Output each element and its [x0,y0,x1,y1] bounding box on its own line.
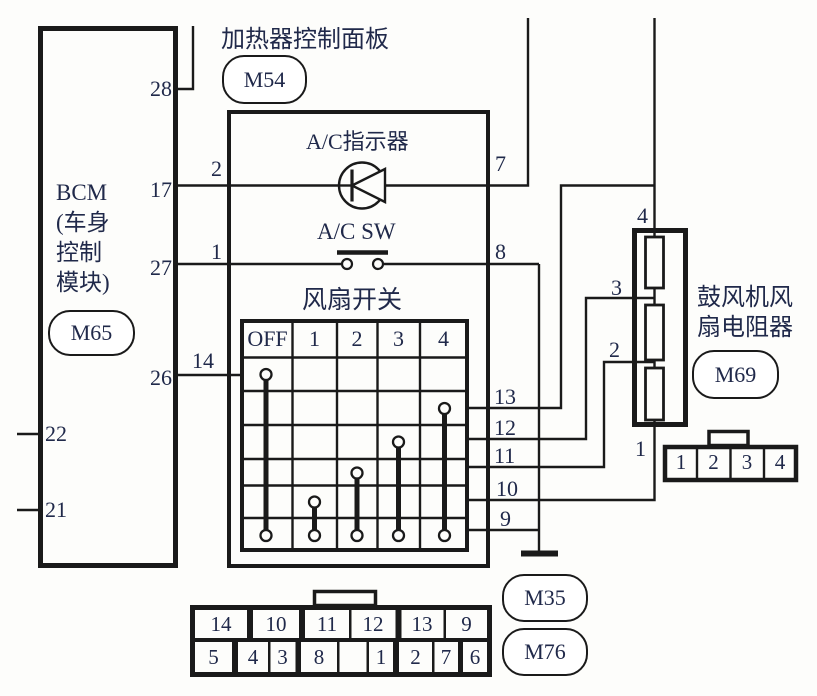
wire-pin11 [467,360,655,469]
contact-bottom-3 [391,528,406,543]
connector-id-m35: M35 [502,574,588,622]
bcm-title-line-1: BCM [56,180,108,205]
contact-top-2 [350,466,364,480]
wire-pin10 [467,425,656,502]
contact-bottom-2 [350,528,364,543]
bottom-connector-drawing [190,589,492,677]
panel-pin-1: 1 [211,239,222,264]
fan-table-rows [242,356,467,520]
resistor-pin-1: 1 [635,436,646,461]
m69-connector-drawing [662,429,799,483]
bottom-top-cell-13: 13 [411,612,433,636]
m69-cell-1: 1 [675,450,687,474]
fan-position-3: 3 [393,326,404,351]
connector-id-m76: M76 [502,628,588,676]
panel-pin-13: 13 [494,384,516,409]
contact-bottom-off [259,528,273,543]
bottom-bot-cell-7: 7 [440,645,452,669]
connector-id-m65: M65 [48,310,135,356]
contact-bottom-4 [437,528,452,543]
bcm-pin-17: 17 [150,177,172,202]
panel-pin-12: 12 [494,415,516,440]
bottom-bot-cell-8: 8 [313,645,325,669]
contact-circles [259,367,452,543]
bottom-top-cell-9: 9 [461,612,472,636]
ac-indicator-label: A/C指示器 [306,129,409,154]
ac-switch-label: A/C SW [317,219,396,244]
m69-cell-2: 2 [708,450,719,474]
bcm-title-line-2: (车身 [56,210,110,235]
wire-pin12 [467,296,655,441]
fan-switch-table [240,319,469,552]
contact-top-1 [307,495,322,509]
wire-pin28 [178,26,195,91]
bottom-bot-cell-3: 3 [277,645,288,669]
m69-cell-3: 3 [741,450,753,474]
contact-bottom-1 [307,528,322,543]
panel-pin-14: 14 [192,348,214,373]
resistor-element-1 [644,235,665,290]
fan-table-frame [240,319,469,552]
bcm-title-line-4: 模块) [56,270,110,295]
resistor-box [632,228,688,427]
bottom-top-cell-11: 11 [316,612,338,636]
switch-contact-right [371,257,385,271]
connector-id-m69: M69 [692,350,779,399]
ac-switch-symbol [178,250,539,271]
fan-position-off: OFF [247,326,288,351]
m69-cell-4: 4 [774,450,786,474]
bcm-box [38,26,178,568]
fan-table-columns [291,321,422,550]
panel-pin-8: 8 [495,239,506,264]
wire-pin13 [467,184,655,410]
bottom-top-cell-12: 12 [362,612,384,636]
m69-connector-tab [707,429,750,448]
fan-position-1: 1 [309,326,320,351]
panel-pin-7: 7 [495,151,506,176]
contact-top-3 [391,435,406,449]
fan-switch-output-wires [467,18,656,502]
resistor-element-3 [644,366,665,422]
bottom-bot-cell-4: 4 [247,645,259,669]
wire-pin7 [385,18,530,187]
bottom-bot-cell-2: 2 [410,645,421,669]
panel-pin-2: 2 [211,156,222,181]
contact-top-off [259,367,273,382]
resistor-pin-3: 3 [611,275,622,300]
bcm-pin-27: 27 [150,255,172,280]
heater-panel-box [227,110,490,568]
resistor-pin-4: 4 [637,203,648,228]
blower-resistor-symbol [632,228,688,427]
bottom-bot-cell-6: 6 [469,645,481,669]
contact-top-4 [437,401,452,416]
bottom-bot-cell-5: 5 [208,645,219,669]
panel-pin-11: 11 [494,443,516,468]
fan-position-4: 4 [438,326,449,351]
fan-position-2: 2 [351,326,363,351]
resistor-title-line-1: 鼓风机风 [697,285,793,311]
bottom-connector-tab [312,589,378,608]
bcm-title-line-3: 控制 [56,240,102,265]
bottom-top-cell-10: 10 [265,612,287,636]
switch-contact-left [340,257,354,271]
m69-connector-dividers [695,447,766,480]
resistor-title-line-2: 扇电阻器 [697,315,793,341]
bcm-pin-21: 21 [45,497,67,522]
bottom-bot-cell-1: 1 [375,645,387,669]
panel-pin-10: 10 [496,476,518,501]
resistor-element-2 [644,303,665,362]
bcm-pin-22: 22 [45,421,67,446]
fan-switch-title: 风扇开关 [302,287,403,314]
bcm-pin-26: 26 [150,365,172,390]
resistor-pin-2: 2 [609,337,620,362]
heater-panel-title: 加热器控制面板 [221,27,389,53]
ac-indicator-symbol [178,18,530,210]
panel-pin-9: 9 [500,506,511,531]
connector-id-m54: M54 [222,55,307,104]
bcm-wires [17,26,242,512]
bcm-pin-28: 28 [150,76,172,101]
bottom-connector-cells [195,610,487,672]
bottom-top-cell-14: 14 [210,612,232,636]
